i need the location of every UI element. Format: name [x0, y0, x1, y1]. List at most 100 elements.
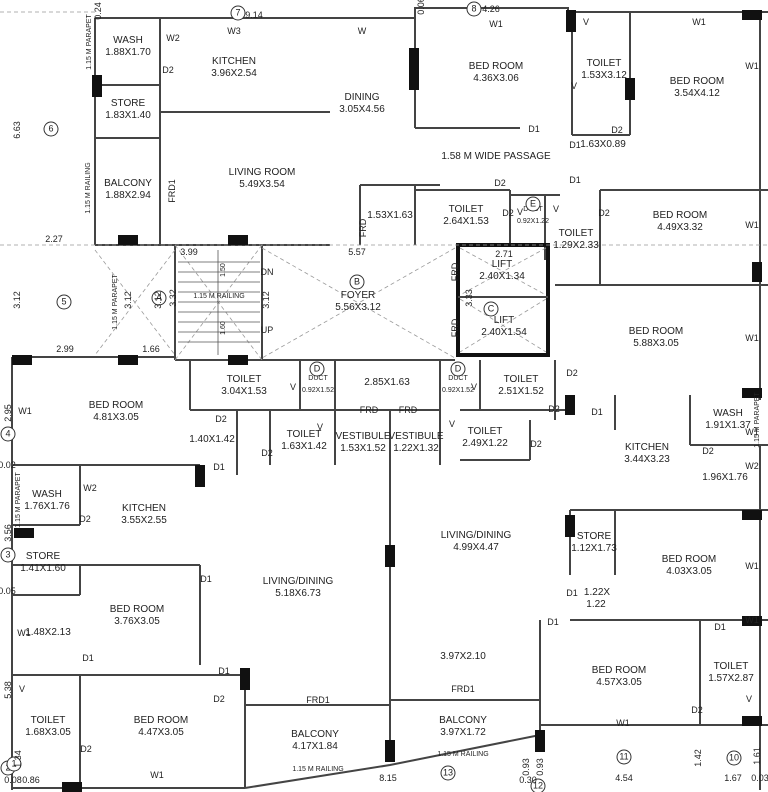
dim-value: 1.42 — [693, 749, 703, 767]
dim-value: 0.86 — [22, 775, 40, 785]
door-label: W2 — [166, 33, 180, 43]
door-label: D1 — [213, 462, 225, 472]
vent-label: V — [470, 382, 478, 392]
door-label: D1 — [528, 124, 540, 134]
window-label: W1 — [489, 19, 503, 29]
stair-treads — [178, 250, 260, 355]
vent-label: V — [516, 207, 524, 217]
door-label: D2 — [611, 125, 623, 135]
dim-value: 3.12 — [12, 291, 22, 309]
door-label: D1 — [218, 666, 230, 676]
dim-label: 1.53X1.63 — [367, 210, 413, 221]
window-label: W2 — [83, 483, 97, 493]
stair-dim: 1.50 — [220, 263, 227, 277]
door-label: D1 — [569, 175, 581, 185]
dim-value: 0.05 — [0, 586, 16, 596]
dim-value: 1.66 — [142, 344, 160, 354]
dim-value: 0.93 — [535, 758, 545, 776]
door-label: D2 — [162, 65, 174, 75]
window-label: W1 — [745, 61, 759, 71]
stair-dim: 1.60 — [220, 321, 227, 335]
parapet-label: 1.15 M PARAPET — [15, 472, 22, 528]
grid-mark: 5 — [56, 294, 72, 310]
door-label: D2 — [80, 744, 92, 754]
door-label: D1 — [569, 140, 581, 150]
door-label: D1 — [82, 653, 94, 663]
dim-value: 4.26 — [482, 4, 500, 14]
frd-label: FRD1 — [451, 684, 475, 694]
grid-mark: 12 — [530, 778, 546, 792]
door-label: D2 — [261, 448, 273, 458]
door-label: D2 — [494, 178, 506, 188]
dim-value: 6.63 — [12, 121, 22, 139]
door-label: D2 — [598, 208, 610, 218]
dim-label: 1.63X0.89 — [580, 139, 626, 150]
frd-label: FRD — [450, 262, 460, 282]
door-label: D1 — [714, 622, 726, 632]
grid-mark: 11 — [616, 749, 632, 765]
window-label: W3 — [227, 26, 241, 36]
dim-value: 1.67 — [724, 773, 742, 783]
columns — [12, 10, 762, 792]
window-label: W1 — [745, 615, 759, 625]
window-label: W2 — [745, 461, 759, 471]
parapet-label: 1.15 M PARAPET — [112, 274, 119, 330]
dim-value: 3.12 — [261, 291, 271, 309]
dim-value: 3.99 — [180, 247, 198, 257]
vent-label: V — [582, 17, 590, 27]
dim-label: 1.22 — [586, 599, 606, 610]
door-label: D2 — [79, 514, 91, 524]
door-label: D2 — [691, 705, 703, 715]
window-label: W1 — [692, 17, 706, 27]
vent-label: V — [316, 422, 324, 432]
dim-value: 1.34 — [13, 750, 23, 768]
door-label: D1 — [547, 617, 559, 627]
vent-label: V — [448, 419, 456, 429]
dim-label: 1.48X2.13 — [25, 627, 71, 638]
door-label: D2 — [530, 439, 542, 449]
frd-label: FRD — [398, 405, 418, 415]
passage-label: 1.58 M WIDE PASSAGE — [441, 151, 551, 162]
dim-value: 5.57 — [348, 247, 366, 257]
dim-value: 5.38 — [3, 681, 13, 699]
parapet-label: 1.15 M PARAPET — [754, 392, 761, 448]
grid-mark: D — [450, 361, 466, 377]
window-label: W1 — [745, 427, 759, 437]
window-label: W1 — [17, 628, 31, 638]
dim-value: 8.15 — [379, 773, 397, 783]
grid-mark: 4 — [0, 426, 16, 442]
grid-mark: 3 — [0, 547, 16, 563]
grid-mark: 7 — [230, 5, 246, 21]
dim-label: 1.40X1.42 — [189, 434, 235, 445]
stair-up: UP — [260, 325, 274, 335]
dim-value: 1.61 — [752, 747, 762, 765]
railing-label: 1.15 M RAILING — [292, 766, 344, 773]
parapet-label: 1.15 M PARAPET — [86, 14, 93, 70]
dim-value: 3.33 — [464, 289, 474, 307]
